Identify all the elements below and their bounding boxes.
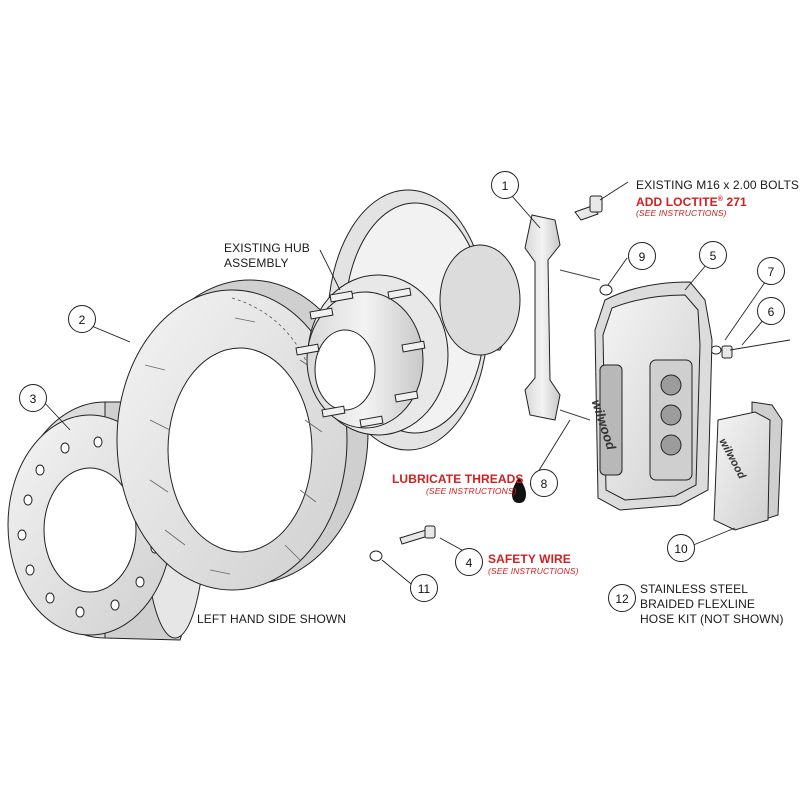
mounting-bolts (369, 195, 791, 562)
callout-9: 9 (628, 242, 656, 270)
existing-hub-label-line2: ASSEMBLY (224, 256, 289, 270)
hose-kit-label-line3: HOSE KIT (NOT SHOWN) (640, 612, 784, 626)
callout-11: 11 (410, 574, 438, 602)
callout-12: 12 (608, 584, 636, 612)
callout-3: 3 (19, 384, 47, 412)
loctite-registered-mark: ® (717, 196, 724, 203)
callout-1: 1 (491, 171, 519, 199)
callout-10: 10 (667, 534, 695, 562)
callout-5: 5 (699, 241, 727, 269)
existing-hub-label-line1: EXISTING HUB (224, 241, 310, 255)
callout-2: 2 (68, 305, 96, 333)
existing-bolts-label: EXISTING M16 x 2.00 BOLTS (636, 178, 799, 192)
callout-7: 7 (757, 257, 785, 285)
add-loctite-label: ADD LOCTITE® 271 (636, 193, 747, 209)
callout-6: 6 (757, 297, 785, 325)
see-instructions-safety-wire: (SEE INSTRUCTIONS) (488, 566, 579, 576)
brake-caliper (594, 281, 713, 511)
caliper-bracket (524, 214, 601, 421)
callout-8: 8 (530, 469, 558, 497)
safety-wire-label: SAFETY WIRE (488, 552, 571, 566)
left-hand-side-label: LEFT HAND SIDE SHOWN (197, 612, 347, 626)
oil-drop-icon (512, 477, 526, 503)
hub-assembly (295, 189, 521, 451)
lubricate-threads-label: LUBRICATE THREADS (392, 472, 524, 486)
loctite-number: 271 (726, 195, 747, 209)
brake-pads (713, 401, 783, 531)
hose-kit-label-line1: STAINLESS STEEL (640, 582, 748, 596)
see-instructions-lubricate: (SEE INSTRUCTIONS) (426, 486, 517, 496)
hose-kit-label-line2: BRAIDED FLEXLINE (640, 597, 755, 611)
see-instructions-loctite: (SEE INSTRUCTIONS) (636, 208, 727, 218)
callout-4: 4 (455, 548, 483, 576)
add-loctite-text: ADD LOCTITE (636, 195, 718, 209)
